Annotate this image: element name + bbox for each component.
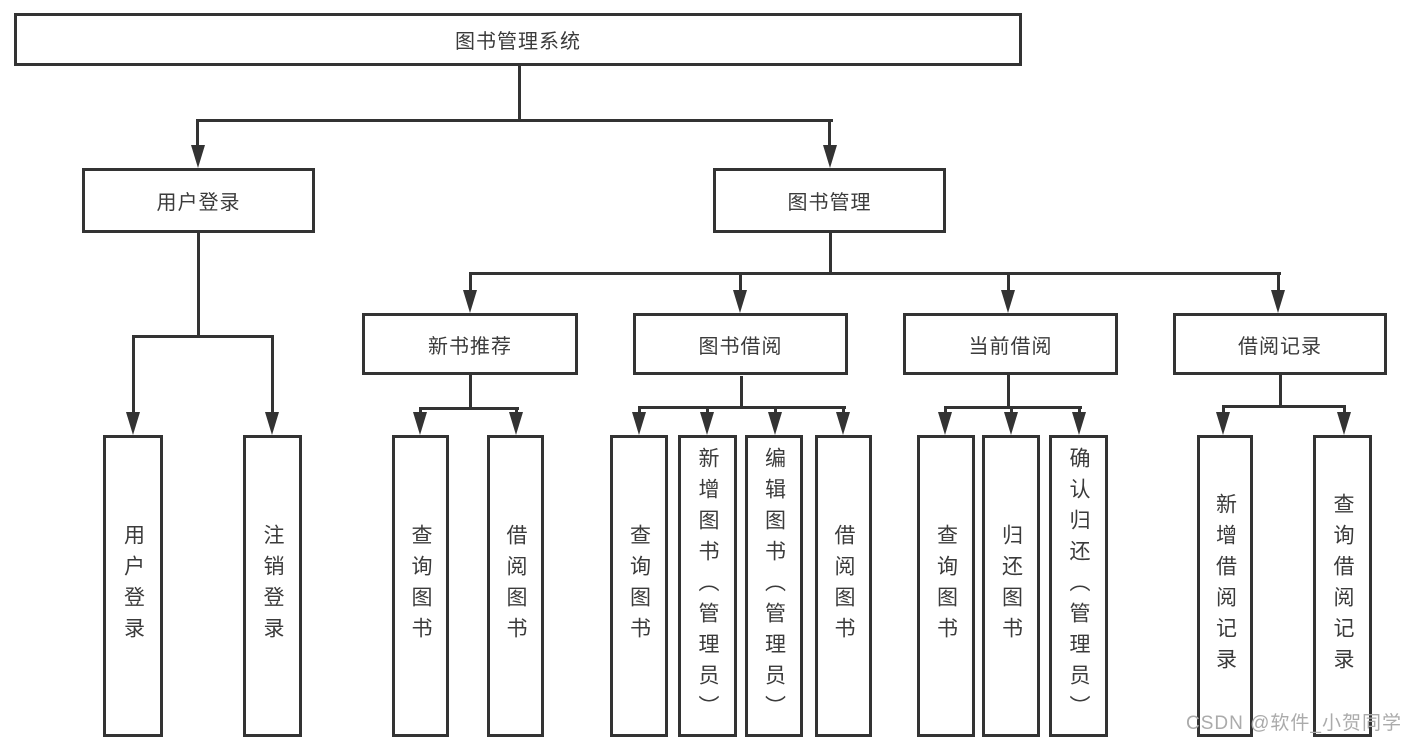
node-book-borrowing: 图书借阅 — [633, 313, 848, 375]
connector-current-stem-1 — [944, 406, 947, 416]
node-label: 用户登录 — [121, 524, 145, 648]
node-edit-books-admin: 编辑图书（管理员） — [745, 435, 803, 737]
connector-mgmt-stem-3 — [1007, 272, 1010, 294]
node-label: 用户登录 — [156, 192, 241, 214]
connector-root-horizontal — [196, 119, 833, 122]
arrowhead-query-books-borrowing — [632, 412, 646, 435]
node-label: 新增借阅记录 — [1213, 493, 1237, 679]
connector-recommend-horizontal — [419, 407, 519, 410]
node-label: 查询借阅记录 — [1331, 493, 1354, 679]
connector-recommend-vertical — [469, 374, 472, 410]
node-borrow-books-borrowing: 借阅图书 — [815, 435, 872, 737]
arrowhead-user-login — [191, 145, 205, 168]
arrowhead-add-borrow-record — [1216, 412, 1230, 435]
node-return-books: 归还图书 — [982, 435, 1040, 737]
connector-recommend-stem-2 — [515, 407, 518, 416]
connector-login-stem-left — [132, 335, 135, 415]
arrowhead-current-borrowing — [1001, 290, 1015, 313]
node-label: 注销登录 — [261, 524, 284, 648]
arrowhead-book-management — [823, 145, 837, 168]
node-label: 编辑图书（管理员） — [762, 446, 786, 726]
csdn-watermark: CSDN @软件_小贺同学 — [1186, 713, 1402, 734]
arrowhead-logout-leaf — [265, 412, 279, 435]
node-confirm-return-admin: 确认归还（管理员） — [1049, 435, 1108, 737]
connector-records-stem-2 — [1343, 405, 1346, 416]
connector-recommend-stem-1 — [419, 407, 422, 416]
node-label: 借阅图书 — [504, 524, 527, 648]
connector-root-stem-left — [196, 119, 199, 151]
node-label: 新书推荐 — [428, 335, 512, 358]
connector-root-vertical — [518, 64, 521, 122]
connector-records-stem-1 — [1222, 405, 1225, 416]
node-query-books-recommend: 查询图书 — [392, 435, 449, 737]
node-label: 图书借阅 — [698, 335, 783, 358]
connector-mgmt-stem-1 — [469, 272, 472, 294]
connector-login-vertical — [197, 232, 200, 338]
node-new-book-recommendation: 新书推荐 — [362, 313, 578, 375]
connector-borrowing-stem-4 — [842, 406, 845, 416]
node-label: 借阅图书 — [832, 524, 855, 648]
connector-mgmt-vertical — [829, 232, 832, 275]
node-user-login: 用户登录 — [82, 168, 315, 233]
arrowhead-add-books-admin — [700, 412, 714, 435]
node-label: 借阅记录 — [1238, 335, 1322, 358]
node-label: 查询图书 — [627, 524, 651, 648]
connector-login-horizontal — [132, 335, 274, 338]
node-label: 确认归还（管理员） — [1067, 446, 1090, 726]
arrowhead-return-books — [1004, 412, 1018, 435]
node-logout-leaf: 注销登录 — [243, 435, 302, 737]
connector-login-stem-right — [271, 335, 274, 415]
arrowhead-borrowing-records — [1271, 290, 1285, 313]
connector-records-horizontal — [1222, 405, 1346, 408]
arrowhead-book-borrowing — [733, 290, 747, 313]
node-label: 图书管理 — [787, 192, 872, 214]
node-label: 查询图书 — [409, 524, 432, 648]
arrowhead-user-login-leaf — [126, 412, 140, 435]
connector-current-horizontal — [944, 406, 1082, 409]
node-current-borrowing: 当前借阅 — [903, 313, 1118, 375]
connector-mgmt-stem-4 — [1277, 272, 1280, 294]
connector-borrowing-stem-3 — [774, 406, 777, 416]
arrowhead-borrow-books-recommend — [509, 412, 523, 435]
connector-borrowing-stem-1 — [638, 406, 641, 416]
node-label: 归还图书 — [999, 524, 1023, 648]
connector-current-stem-2 — [1010, 406, 1013, 416]
node-library-management-system: 图书管理系统 — [14, 13, 1022, 66]
node-borrow-books-recommend: 借阅图书 — [487, 435, 544, 737]
node-add-books-admin: 新增图书（管理员） — [678, 435, 737, 737]
node-label: 图书管理系统 — [455, 31, 581, 53]
arrowhead-query-books-recommend — [413, 412, 427, 435]
arrowhead-edit-books-admin — [768, 412, 782, 435]
connector-mgmt-horizontal — [469, 272, 1281, 275]
arrowhead-borrow-books-borrowing — [836, 412, 850, 435]
arrowhead-new-book-recommendation — [463, 290, 477, 313]
connector-mgmt-stem-2 — [739, 272, 742, 294]
node-borrowing-records: 借阅记录 — [1173, 313, 1387, 375]
node-book-management: 图书管理 — [713, 168, 946, 233]
node-query-borrow-record: 查询借阅记录 — [1313, 435, 1372, 737]
arrowhead-query-books-current — [938, 412, 952, 435]
connector-root-stem-right — [828, 119, 831, 151]
connector-borrowing-stem-2 — [706, 406, 709, 416]
node-label: 新增图书（管理员） — [696, 446, 719, 726]
node-query-books-borrowing: 查询图书 — [610, 435, 668, 737]
node-add-borrow-record: 新增借阅记录 — [1197, 435, 1253, 737]
connector-current-stem-3 — [1078, 406, 1081, 416]
arrowhead-query-borrow-record — [1337, 412, 1351, 435]
node-label: 当前借阅 — [968, 335, 1053, 358]
arrowhead-confirm-return-admin — [1072, 412, 1086, 435]
connector-borrowing-horizontal — [638, 406, 846, 409]
node-user-login-leaf: 用户登录 — [103, 435, 163, 737]
connector-records-vertical — [1279, 374, 1282, 408]
connector-current-vertical — [1007, 374, 1010, 409]
connector-borrowing-vertical — [740, 376, 743, 409]
node-query-books-current: 查询图书 — [917, 435, 975, 737]
node-label: 查询图书 — [934, 524, 958, 648]
